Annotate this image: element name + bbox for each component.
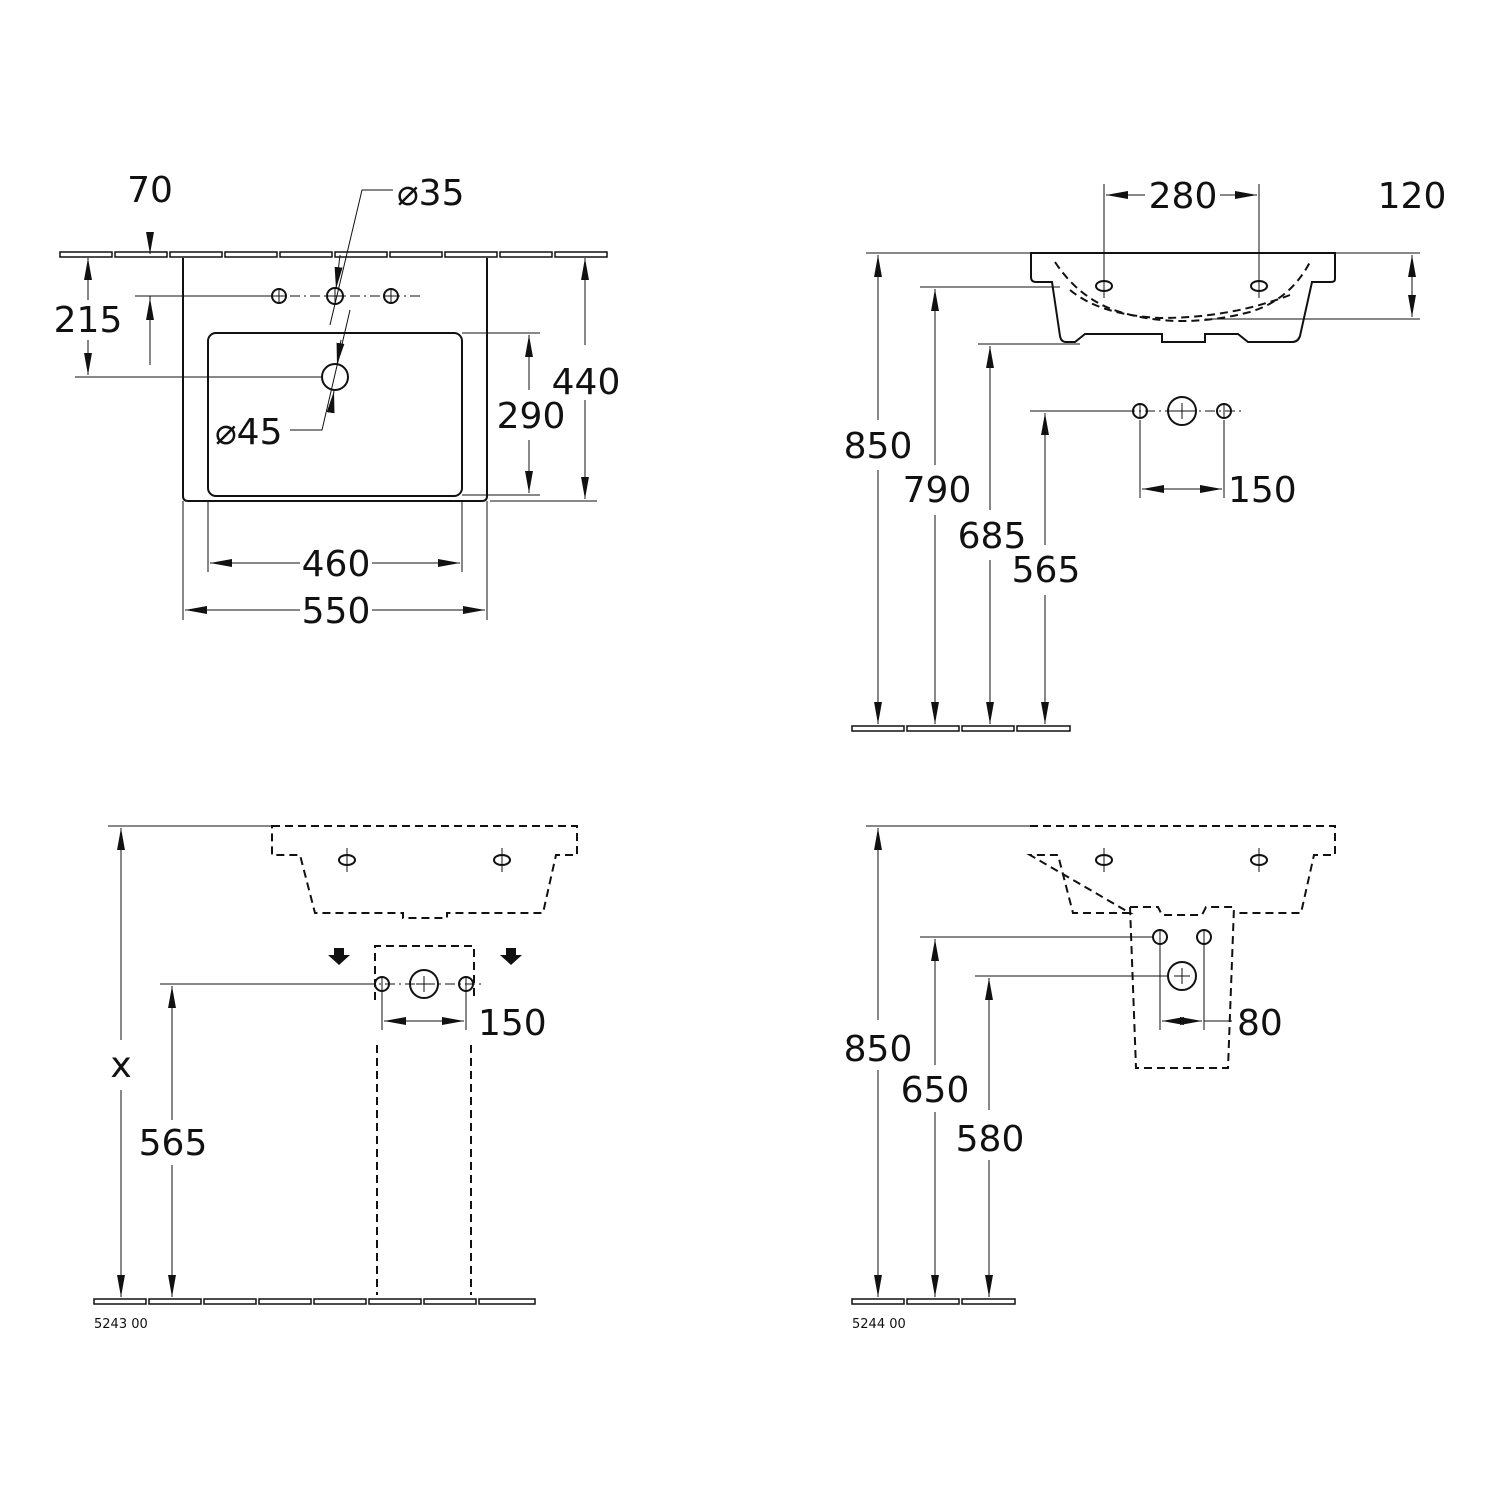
semi-pedestal-view: 80 850 650 580 5244 00	[844, 825, 1336, 1332]
dim-120: 120	[1378, 176, 1447, 217]
dim-80: 80	[1237, 1003, 1283, 1044]
arrow-down-left-icon	[328, 948, 350, 965]
dim-850-sp: 850	[844, 1029, 913, 1070]
dim-d35: ⌀35	[397, 173, 464, 214]
dim-290: 290	[497, 396, 566, 437]
dim-150-side: 150	[1228, 470, 1297, 511]
dim-850-side: 850	[844, 426, 913, 467]
basin-side-outline	[1030, 252, 1336, 343]
supply-hole-left	[1132, 403, 1148, 419]
fixing-hole-left	[338, 848, 356, 872]
dim-580: 580	[956, 1119, 1025, 1160]
ref-5244: 5244 00	[852, 1317, 906, 1332]
pedestal-top-hidden	[374, 945, 475, 1000]
dim-280: 280	[1149, 176, 1218, 217]
side-view: 280 120 850 790 685 565	[844, 176, 1447, 732]
supply-hole-right-ped	[458, 976, 474, 992]
dim-440: 440	[552, 362, 621, 403]
pedestal-column-hidden	[376, 1045, 472, 1295]
dim-150-ped: 150	[478, 1003, 547, 1044]
basin-outline	[182, 258, 488, 502]
ref-5243: 5243 00	[94, 1317, 148, 1332]
waste-hole	[321, 363, 349, 391]
dim-70: 70	[127, 170, 173, 211]
floor-strip-left	[93, 1298, 536, 1305]
basin-hidden-outline	[271, 825, 578, 919]
dim-d45: ⌀45	[215, 412, 282, 453]
dim-215: 215	[54, 300, 123, 341]
floor-strip-right-bottom	[851, 1298, 1016, 1305]
floor-strip-right	[851, 725, 1071, 732]
dim-565-ped: 565	[139, 1123, 208, 1164]
dim-550: 550	[302, 591, 371, 632]
waste-connection-sp	[1167, 961, 1197, 991]
supply-hole-right	[1216, 403, 1232, 419]
waste-connection-ped	[409, 969, 439, 999]
waste-connection	[1167, 396, 1197, 426]
pedestal-view: 150 x 565 5243 00	[93, 825, 578, 1332]
wall-strip	[59, 251, 608, 258]
basin-hidden-outline-right	[1026, 825, 1336, 914]
dim-685: 685	[958, 516, 1027, 557]
fixing-hole-right-r	[1250, 848, 1268, 872]
fixing-hole-right	[493, 848, 511, 872]
semi-pedestal-hidden	[1128, 906, 1236, 1069]
dim-x: x	[110, 1045, 131, 1086]
dim-565-side: 565	[1012, 550, 1081, 591]
dim-790: 790	[903, 470, 972, 511]
arrow-down-right-icon	[500, 948, 522, 965]
dim-650: 650	[901, 1070, 970, 1111]
bowl-outline	[207, 332, 463, 497]
supply-hole-right-sp	[1196, 929, 1212, 945]
dim-460: 460	[302, 544, 371, 585]
supply-hole-left-sp	[1152, 929, 1168, 945]
fixing-hole-left-r	[1095, 848, 1113, 872]
plan-view: 70 215 ⌀35 ⌀45 290 440 460	[54, 170, 621, 632]
